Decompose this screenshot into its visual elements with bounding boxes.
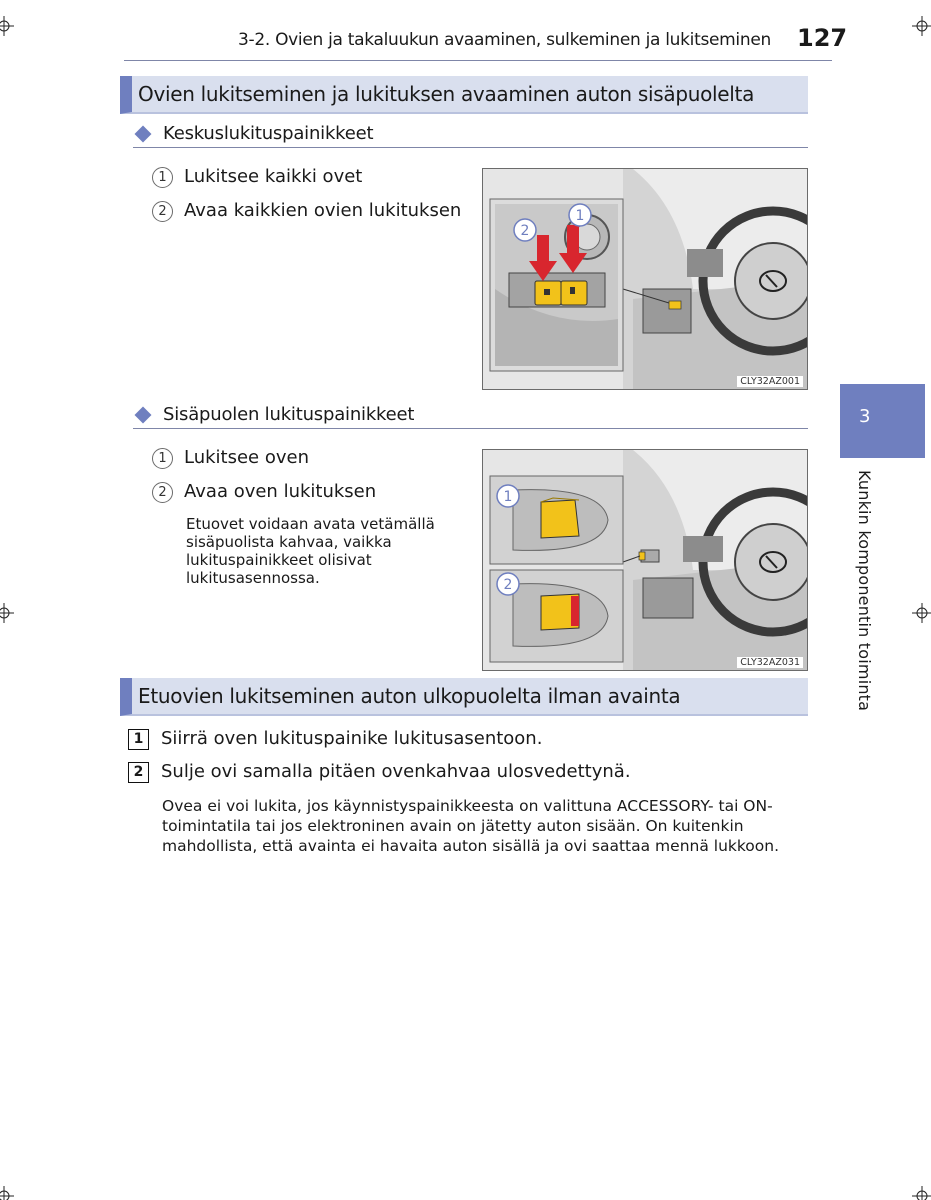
list-item: 1 Lukitsee oven: [152, 446, 309, 470]
subheading-central-lock: Keskuslukituspainikkeet: [133, 122, 808, 148]
svg-text:1: 1: [504, 489, 513, 505]
header-rule: [124, 60, 832, 61]
crop-mark-icon: [0, 1186, 14, 1200]
svg-text:1: 1: [576, 208, 585, 224]
list-item: 2 Avaa oven lukituksen: [152, 480, 376, 504]
section-heading-inside-locking: Ovien lukitseminen ja lukituksen avaamin…: [120, 76, 808, 114]
page-number: 127: [797, 24, 848, 52]
step-text: Sulje ovi samalla pitäen ovenkahvaa ulos…: [161, 761, 631, 782]
central-lock-illustration: 2 1: [483, 169, 807, 389]
step-number-box: 2: [128, 762, 149, 783]
circled-number-marker: 2: [152, 201, 173, 222]
note-inside-handle: Etuovet voidaan avata vetämällä sisäpuol…: [186, 515, 435, 587]
figure-central-lock-switches: 2 1 CLY32AZ001: [482, 168, 808, 390]
crop-mark-icon: [912, 16, 931, 36]
diamond-bullet-icon: [134, 406, 152, 423]
subheading-text: Sisäpuolen lukituspainikkeet: [163, 404, 415, 425]
crop-mark-icon: [912, 603, 931, 623]
subheading-text: Keskuslukituspainikkeet: [163, 123, 374, 144]
list-item-text: Lukitsee oven: [184, 447, 309, 468]
list-item-text: Avaa oven lukituksen: [184, 481, 377, 502]
figure-inside-lock-buttons: 1 2 CLY32AZ031: [482, 449, 808, 671]
figure-code: CLY32AZ031: [737, 657, 803, 668]
section-heading-outside-locking: Etuovien lukitseminen auton ulkopuolelta…: [120, 678, 808, 716]
svg-text:2: 2: [504, 577, 513, 593]
running-header: 3-2. Ovien ja takaluukun avaaminen, sulk…: [238, 30, 771, 50]
circled-number-marker: 2: [152, 482, 173, 503]
list-item-text: Lukitsee kaikki ovet: [184, 166, 363, 187]
crop-mark-icon: [912, 1186, 931, 1200]
list-item: 1 Lukitsee kaikki ovet: [152, 165, 362, 189]
circled-number-marker: 1: [152, 167, 173, 188]
crop-mark-icon: [0, 603, 14, 623]
subheading-inside-lock: Sisäpuolen lukituspainikkeet: [133, 403, 808, 429]
figure-code: CLY32AZ001: [737, 376, 803, 387]
step-number-box: 1: [128, 729, 149, 750]
chapter-tab: 3: [840, 384, 925, 458]
crop-mark-icon: [0, 16, 14, 36]
step-text: Siirrä oven lukituspainike lukitusasento…: [161, 728, 543, 749]
list-item-text: Avaa kaikkien ovien lukituksen: [184, 200, 462, 221]
step-item: 1 Siirrä oven lukituspainike lukitusasent…: [128, 727, 542, 751]
step-item: 2 Sulje ovi samalla pitäen ovenkahvaa ulo…: [128, 760, 631, 784]
chapter-tab-label: Kunkin komponentin toiminta: [855, 470, 874, 712]
diamond-bullet-icon: [134, 125, 152, 142]
svg-text:2: 2: [521, 223, 530, 239]
inside-lock-illustration: 1 2: [483, 450, 807, 670]
note-outside-locking: Ovea ei voi lukita, jos käynnistyspainik…: [162, 797, 780, 855]
list-item: 2 Avaa kaikkien ovien lukituksen: [152, 199, 461, 223]
circled-number-marker: 1: [152, 448, 173, 469]
